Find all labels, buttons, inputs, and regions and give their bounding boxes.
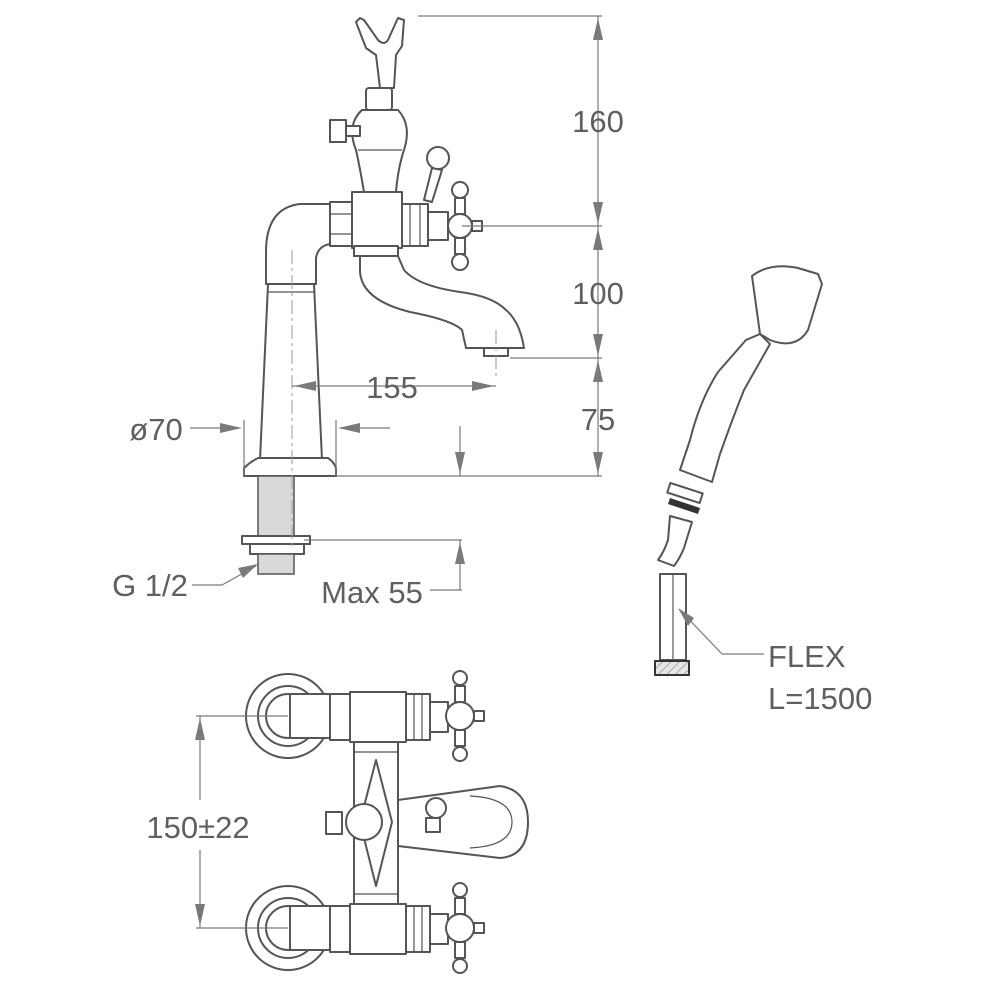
nut-left [329,201,353,247]
lever-knob [426,146,450,170]
column [259,283,323,461]
lower-cross-hub [445,913,475,943]
thread-end [257,553,295,575]
shower-handle [679,333,771,483]
top-view [245,670,529,974]
nut-right [401,203,429,247]
diverter-stem [345,125,361,137]
column-elbow [265,203,331,285]
shank-washer [241,535,311,545]
dim-label-thread: G 1/2 [112,568,188,603]
holder-body [351,109,408,193]
dim-label-160: 160 [572,104,624,139]
dim-label-100: 100 [572,276,624,311]
shower-head [751,265,823,345]
dim-label-max: Max 55 [321,575,423,610]
lower-body [329,905,351,953]
spout [359,255,525,349]
cross-handle-stem [427,211,449,241]
shank [257,475,295,537]
center-distance-dimension [195,715,288,929]
body-collar [353,245,399,257]
hose-top [657,515,693,567]
diverter-knob [329,119,347,143]
hand-shower [654,265,823,676]
lever-handle [423,167,443,203]
side-view-tap [241,17,525,575]
spout-top [397,785,529,859]
holder-neck [365,87,393,111]
dim-label-75: 75 [581,402,615,437]
top-lever-knob [425,797,447,819]
dim-label-diameter: ø70 [129,412,182,447]
dimension-lines [190,15,603,591]
valve-body [351,191,403,249]
handset-holder-fork [355,17,405,89]
base-flange [243,457,337,477]
hose-type-label: FLEX [768,639,846,674]
dim-label-155: 155 [366,370,418,405]
handle-ring [666,481,704,505]
top-diverter [325,811,343,835]
dim-label-center-distance: 150±22 [146,810,249,845]
shank-nut [249,543,305,555]
hose-length-label: L=1500 [768,681,872,716]
upper-body [329,693,351,741]
upper-cross-hub [445,701,475,731]
